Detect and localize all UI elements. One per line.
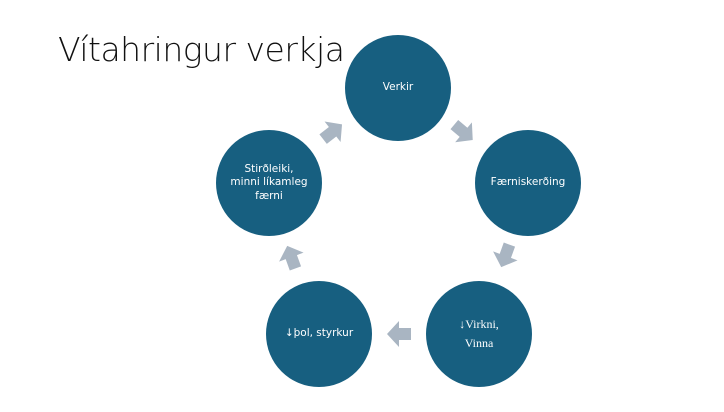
- arrow-stirdleiki-to-verkir: [319, 121, 343, 144]
- node-label: Færniskerðing: [490, 176, 566, 189]
- node-thol-styrkur: ↓þol, styrkur: [266, 281, 372, 387]
- arrow-thol-to-stirdleiki: [279, 245, 304, 271]
- arrow-virkni-to-thol: [387, 321, 411, 347]
- node-label: ↓Virkni, Vinna: [459, 316, 499, 350]
- node-label: Verkir: [382, 81, 414, 94]
- node-label: ↓þol, styrkur: [284, 327, 354, 340]
- arrow-faerniskerding-to-virkni: [493, 242, 518, 268]
- slide-title: Vítahringur verkja: [58, 30, 345, 69]
- node-faerniskerding: Færniskerðing: [475, 130, 581, 236]
- node-stirdleiki: Stirðleiki, minni líkamleg færni: [216, 130, 322, 236]
- node-verkir: Verkir: [345, 35, 451, 141]
- node-virkni-vinna: ↓Virkni, Vinna: [426, 281, 532, 387]
- arrow-verkir-to-faerniskerding: [450, 119, 473, 143]
- node-label: Stirðleiki, minni líkamleg færni: [230, 162, 308, 202]
